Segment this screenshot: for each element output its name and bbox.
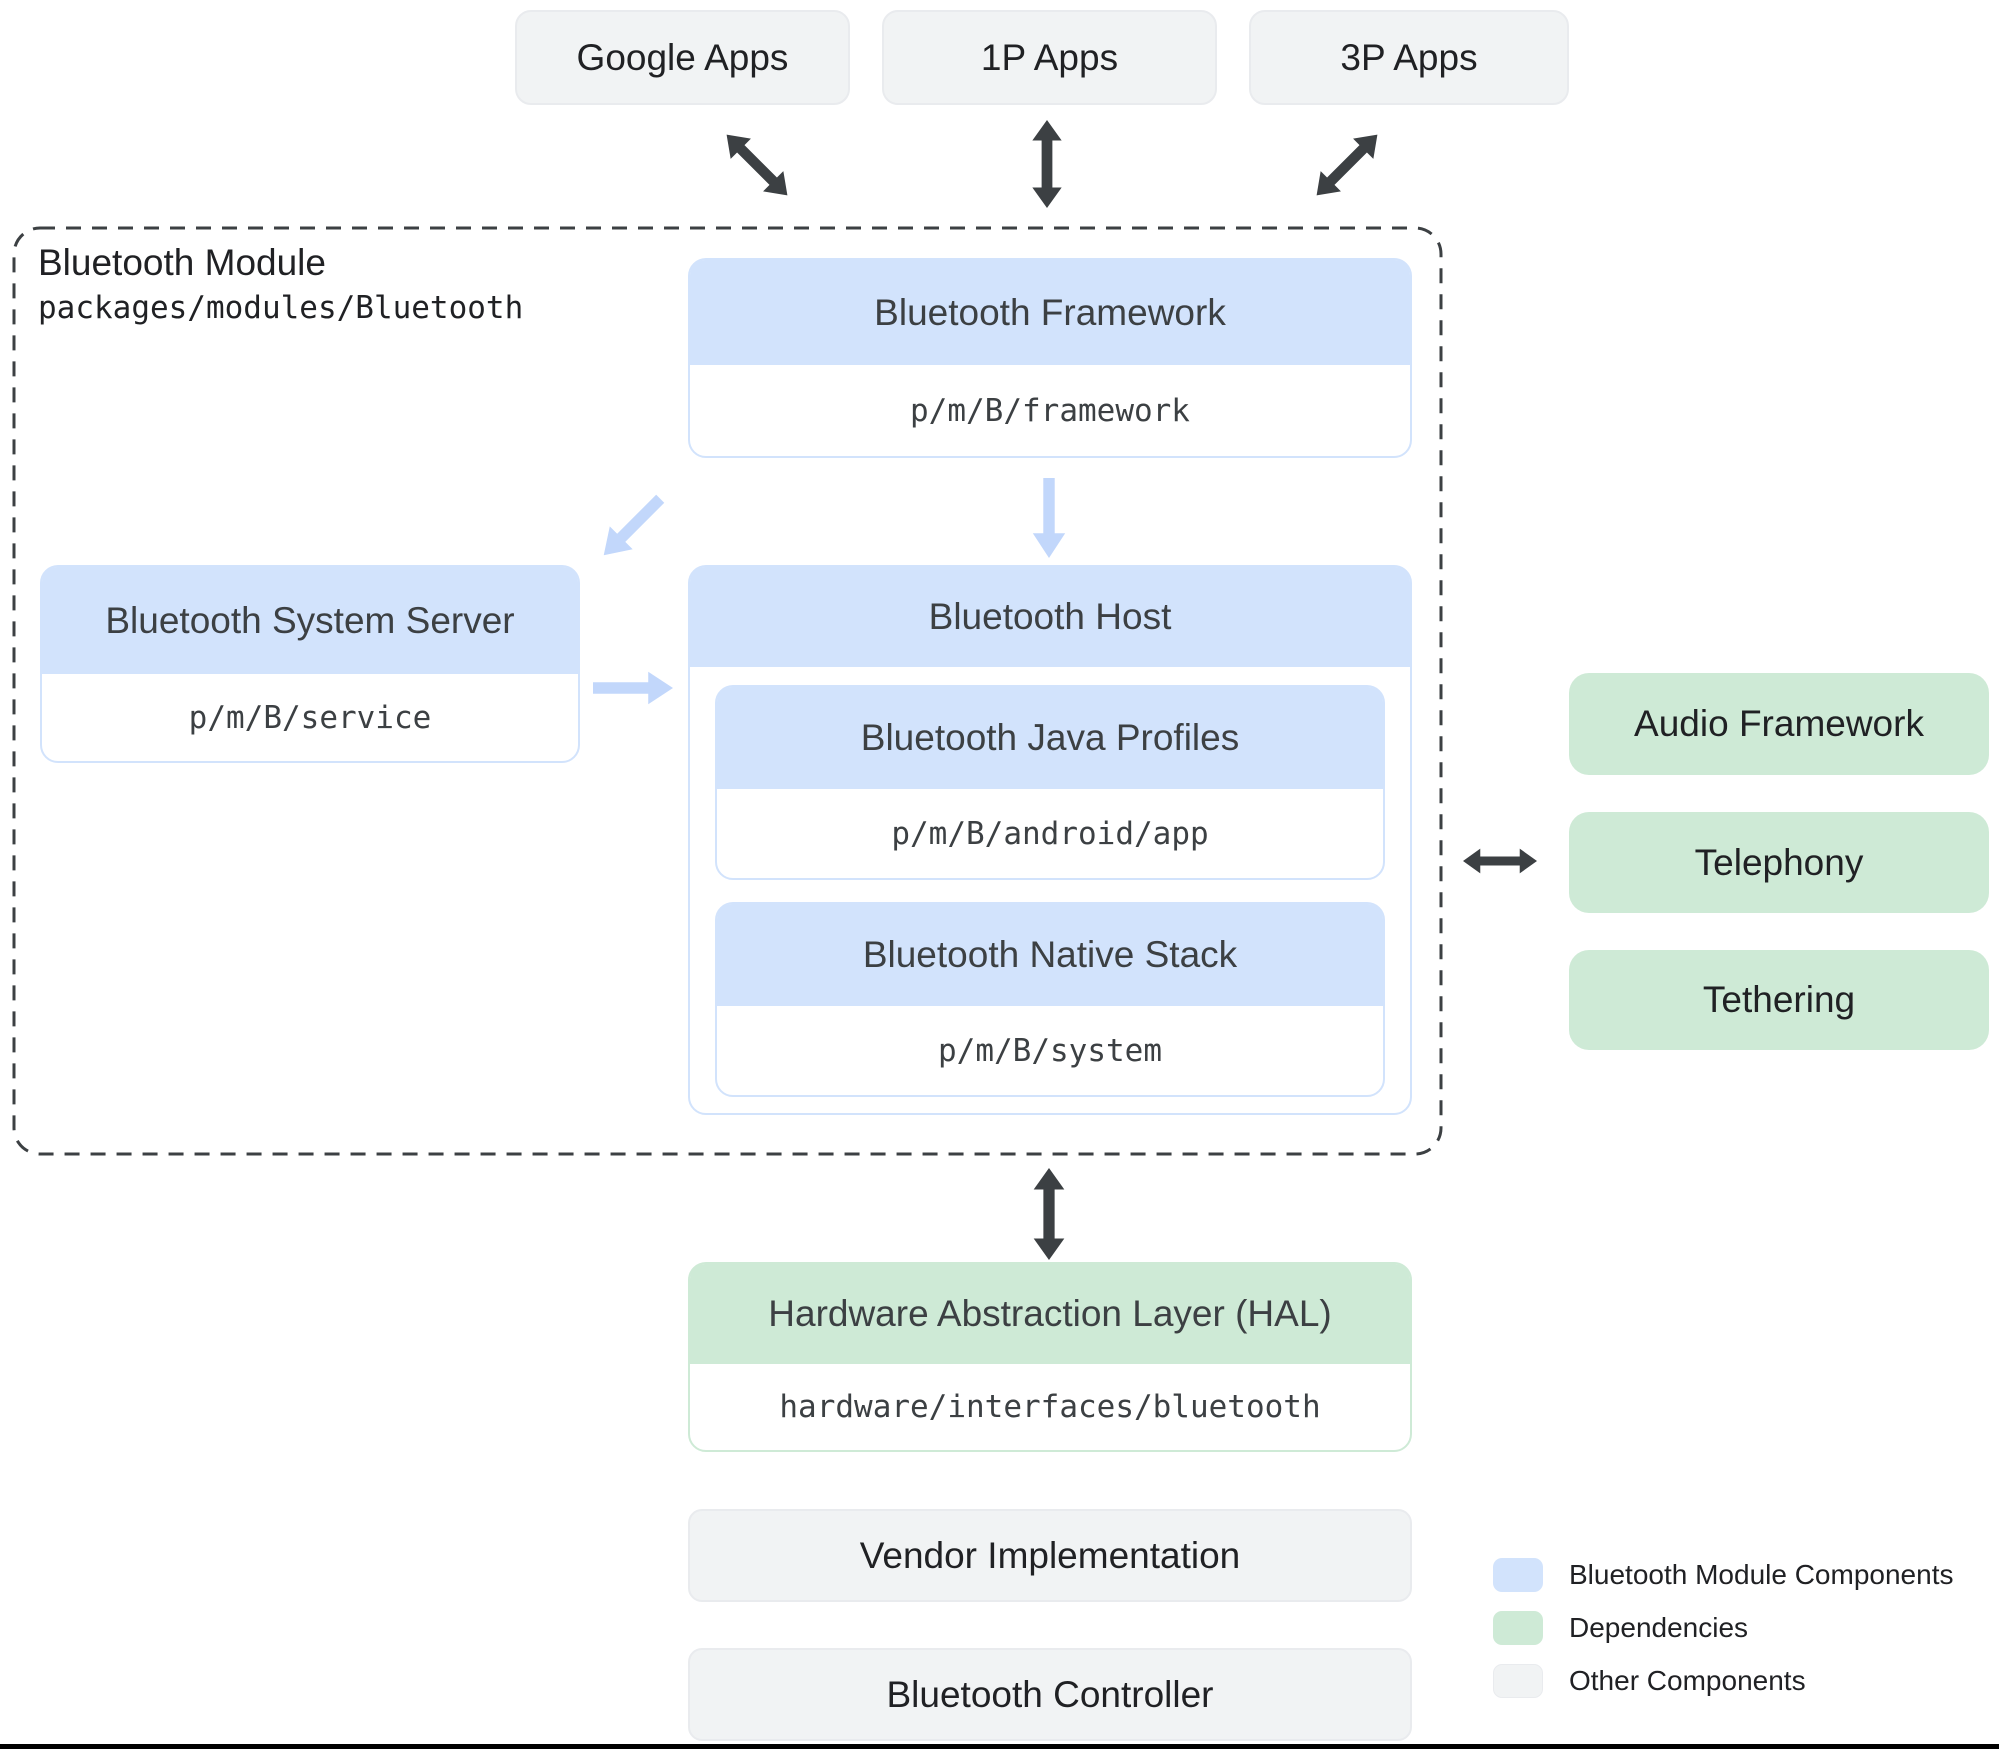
telephony-label: Telephony [1694,841,1864,883]
tethering-box: Tethering [1569,950,1989,1050]
legend-item-dependencies: Dependencies [1493,1611,1748,1645]
bluetooth-host-title: Bluetooth Host [690,567,1410,667]
bluetooth-framework-path: p/m/B/framework [910,392,1190,429]
hal-path: hardware/interfaces/bluetooth [779,1389,1321,1425]
hal-title: Hardware Abstraction Layer (HAL) [690,1264,1410,1364]
first-party-apps-box: 1P Apps [882,10,1217,105]
legend-label-other-components: Other Components [1569,1665,1806,1696]
bluetooth-module-path: packages/modules/Bluetooth [38,290,524,326]
bluetooth-system-server-path: p/m/B/service [188,699,432,736]
bluetooth-module-boundary [12,226,1443,1156]
bluetooth-java-profiles-path: p/m/B/android/app [891,815,1209,852]
bluetooth-controller-box: Bluetooth Controller [688,1648,1412,1741]
vendor-implementation-box: Vendor Implementation [688,1509,1412,1602]
bluetooth-module-title: Bluetooth Module [38,242,326,283]
bluetooth-controller-label: Bluetooth Controller [886,1673,1214,1715]
bottom-border-bar [0,1744,1999,1749]
bluetooth-java-profiles-title: Bluetooth Java Profiles [717,687,1383,789]
system-server-to-host-arrow-icon [593,670,673,706]
third-party-apps-label: 3P Apps [1340,36,1478,78]
audio-framework-box: Audio Framework [1569,673,1989,775]
bluetooth-host-box: Bluetooth Host Bluetooth Java Profiles p… [688,565,1412,1115]
first-party-apps-label: 1P Apps [980,36,1119,78]
bluetooth-system-server-box: Bluetooth System Server p/m/B/service [40,565,580,763]
legend-label-module-components: Bluetooth Module Components [1569,1559,1954,1590]
bluetooth-system-server-title: Bluetooth System Server [42,567,578,674]
google-apps-label: Google Apps [576,36,789,78]
framework-to-system-server-arrow-icon [591,486,673,568]
first-party-apps-module-arrow-icon [1028,120,1066,208]
legend-swatch-gray [1493,1664,1543,1698]
bluetooth-framework-box: Bluetooth Framework p/m/B/framework [688,258,1412,458]
telephony-box: Telephony [1569,812,1989,913]
bluetooth-native-stack-path: p/m/B/system [938,1032,1162,1069]
module-hal-arrow-icon [1030,1168,1068,1260]
third-party-apps-box: 3P Apps [1249,10,1569,105]
legend-item-module-components: Bluetooth Module Components [1493,1558,1953,1592]
framework-to-host-arrow-icon [1031,478,1067,558]
legend-item-other-components: Other Components [1493,1664,1806,1698]
legend-label-dependencies: Dependencies [1569,1612,1749,1643]
bluetooth-host-body: Bluetooth Java Profiles p/m/B/android/ap… [690,667,1410,1113]
bluetooth-native-stack-title: Bluetooth Native Stack [717,904,1383,1006]
bluetooth-module-label: Bluetooth Module packages/modules/Blueto… [38,240,523,330]
audio-framework-label: Audio Framework [1634,703,1924,744]
bluetooth-native-stack-box: Bluetooth Native Stack p/m/B/system [715,902,1385,1097]
hal-box: Hardware Abstraction Layer (HAL) hardwar… [688,1262,1412,1452]
bluetooth-framework-title: Bluetooth Framework [690,260,1410,365]
tethering-label: Tethering [1702,979,1856,1020]
legend-swatch-green [1493,1611,1543,1645]
module-dependencies-arrow-icon [1463,845,1537,877]
third-party-apps-module-arrow-icon [1303,121,1391,209]
bluetooth-java-profiles-box: Bluetooth Java Profiles p/m/B/android/ap… [715,685,1385,880]
vendor-implementation-label: Vendor Implementation [859,1534,1241,1576]
legend-swatch-blue [1493,1558,1543,1592]
google-apps-module-arrow-icon [713,121,801,209]
google-apps-box: Google Apps [515,10,850,105]
